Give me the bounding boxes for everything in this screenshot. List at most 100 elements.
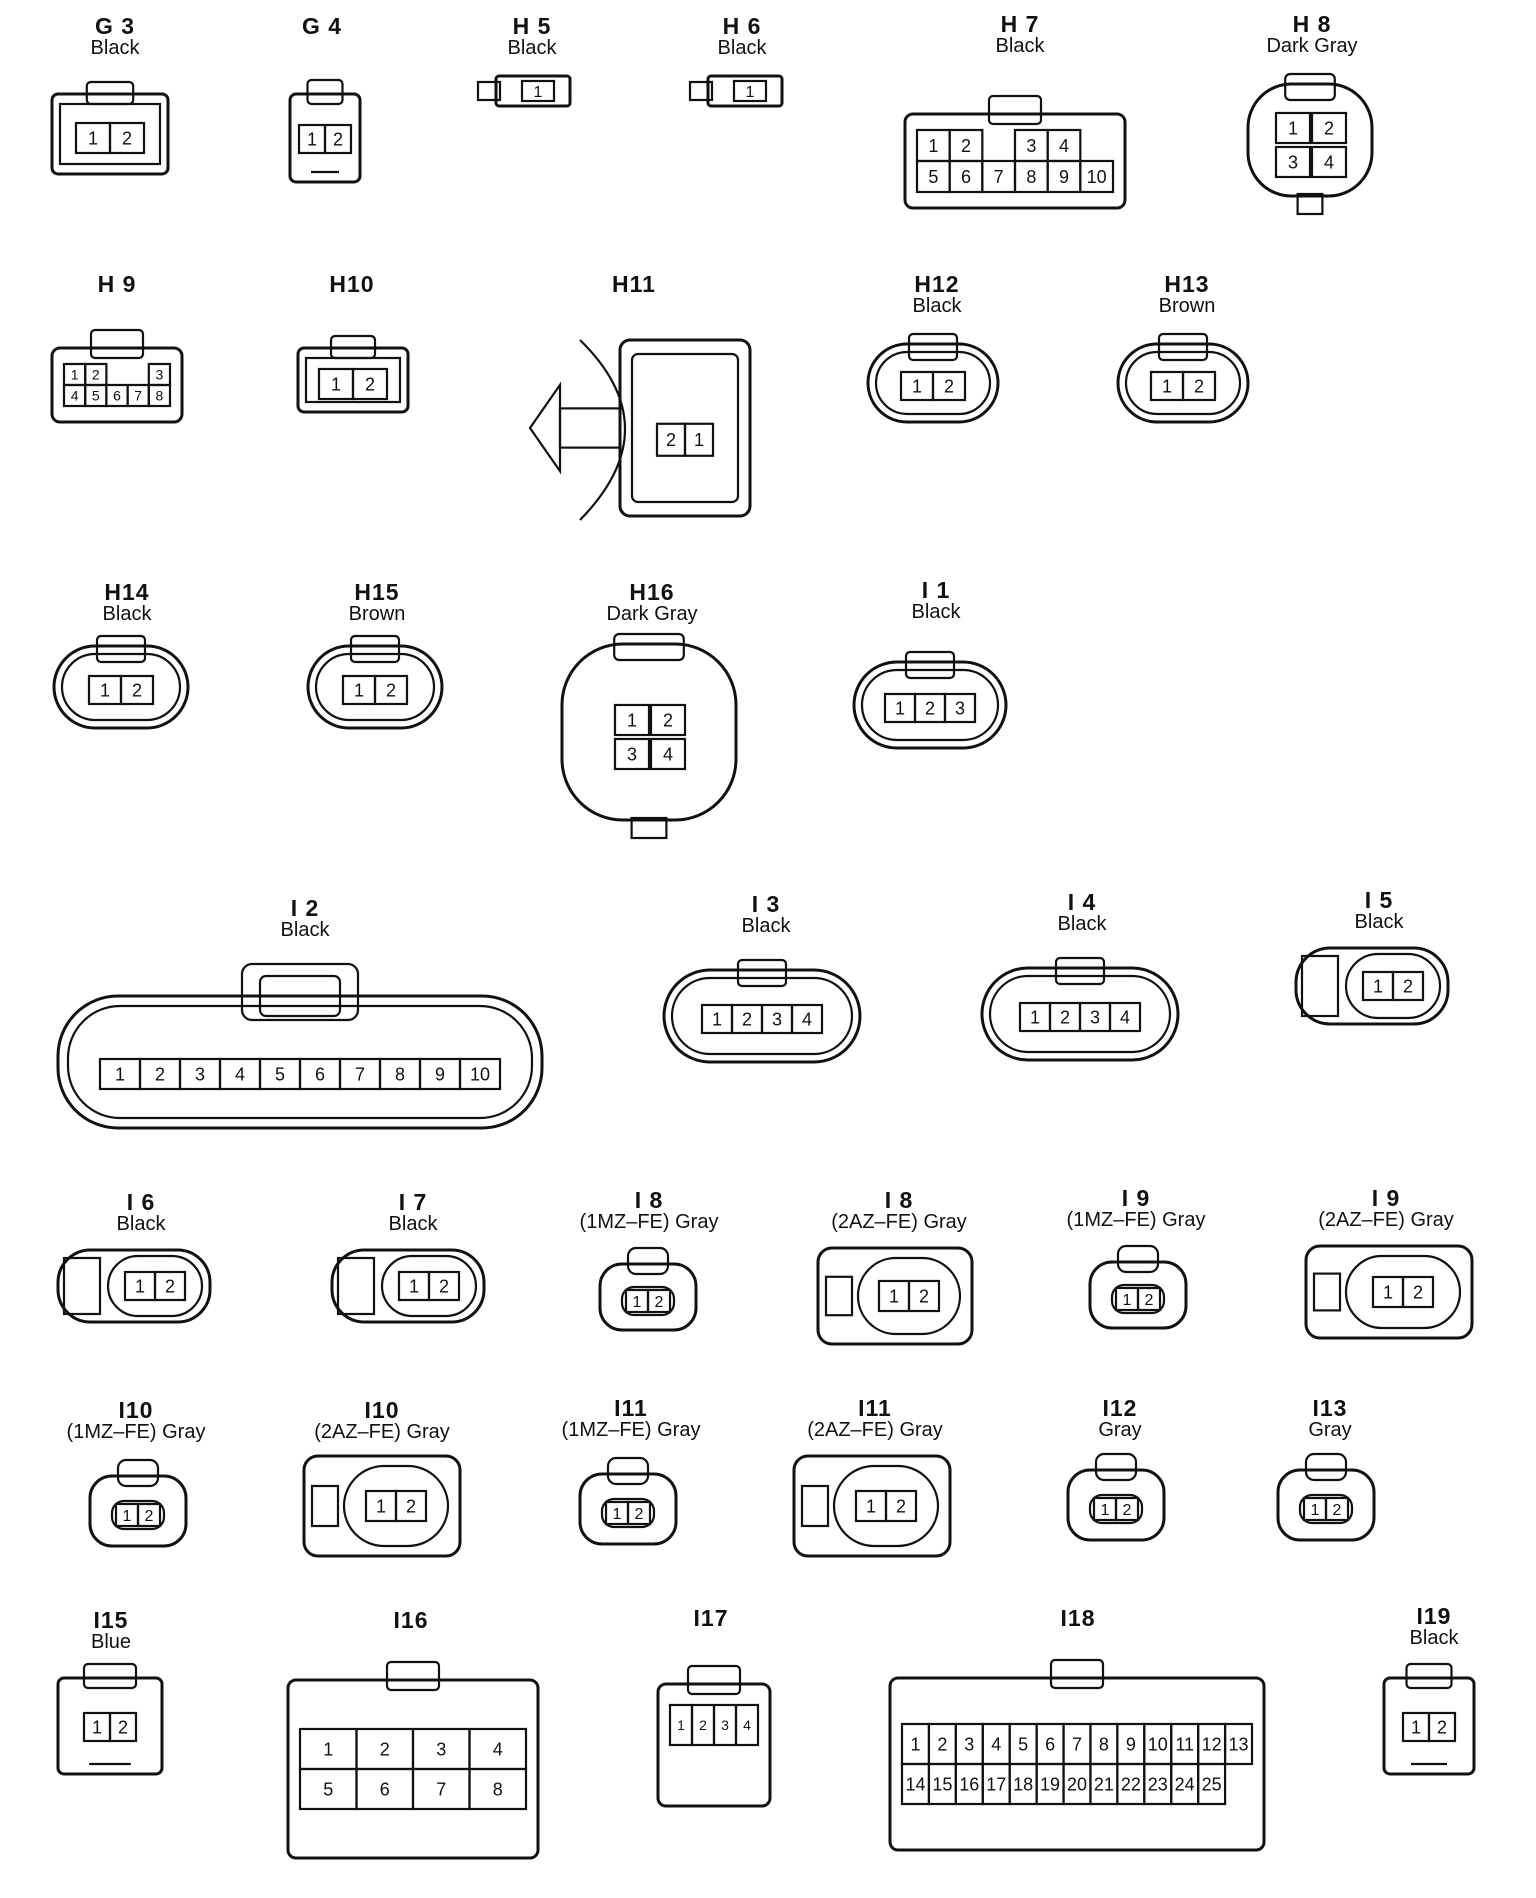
pin-number: 2 — [1194, 376, 1204, 396]
pin-cell — [626, 1500, 652, 1526]
connector-color: (2AZ–FE) Gray — [807, 1419, 943, 1442]
connector-color: Gray — [1308, 1419, 1352, 1442]
connector-id: I18 — [1060, 1605, 1096, 1631]
connector-color: Black — [388, 1213, 438, 1236]
pin-number: 1 — [409, 1276, 419, 1296]
pin-number: 7 — [994, 167, 1004, 187]
pin-number: 2 — [699, 1717, 707, 1733]
pin-number: 1 — [1383, 1282, 1393, 1302]
pin-number: 1 — [307, 129, 317, 149]
pin-cell — [147, 383, 172, 408]
pin-cell — [943, 692, 977, 724]
pin-cell — [1181, 370, 1217, 402]
pin-number: 3 — [772, 1009, 782, 1029]
pin-number: 1 — [895, 698, 905, 718]
pin-number: 2 — [155, 1064, 165, 1084]
pin-cell — [649, 703, 687, 737]
pin-number: 24 — [1175, 1774, 1195, 1794]
pin-number: 2 — [742, 1009, 752, 1029]
connector-color: Black — [1409, 1627, 1459, 1650]
pin-number: 1 — [376, 1496, 386, 1516]
pin-cell — [108, 121, 146, 155]
pin-number: 3 — [964, 1734, 974, 1754]
connector-color: Black — [280, 919, 330, 942]
pin-number: 18 — [1013, 1774, 1033, 1794]
pin-number: 5 — [92, 388, 100, 404]
pin-cell — [1223, 1722, 1254, 1766]
pin-cell — [1136, 1286, 1162, 1312]
pin-cell — [646, 1288, 672, 1314]
pin-number: 2 — [1123, 1502, 1132, 1519]
pin-number: 2 — [944, 376, 954, 396]
connector-id: I 9 — [1121, 1185, 1151, 1211]
pin-number: 9 — [1059, 167, 1069, 187]
pin-cell — [884, 1489, 918, 1523]
connector-color: (1MZ–FE) Gray — [579, 1211, 719, 1234]
pin-number: 9 — [1126, 1734, 1136, 1754]
connector-id: I16 — [393, 1607, 429, 1633]
connector-color: (1MZ–FE) Gray — [1066, 1209, 1206, 1232]
connector-label: I18 — [1061, 1606, 1096, 1630]
pin-number: 10 — [470, 1064, 490, 1084]
pin-number: 1 — [910, 1734, 920, 1754]
connector-color: Blue — [90, 1631, 132, 1654]
pin-number: 4 — [493, 1739, 503, 1759]
connector-id: H 7 — [1000, 11, 1040, 37]
pin-number: 4 — [1059, 136, 1069, 156]
pin-cell — [373, 674, 409, 706]
connector-color: Dark Gray — [1266, 35, 1358, 58]
pin-cell — [613, 737, 651, 771]
connector-color: (1MZ–FE) Gray — [66, 1421, 206, 1444]
connector-color: Black — [507, 37, 557, 60]
connector-label: I16 — [394, 1608, 429, 1632]
pin-number: 3 — [436, 1739, 446, 1759]
pin-number: 2 — [919, 1286, 929, 1306]
connector-color: (2AZ–FE) Gray — [314, 1421, 450, 1444]
pin-number: 3 — [627, 744, 637, 764]
pin-number: 1 — [1373, 976, 1383, 996]
connector-id: H14 — [104, 579, 150, 605]
pin-number: 2 — [1324, 118, 1334, 138]
pin-cell — [931, 370, 967, 402]
pin-cell — [458, 1057, 502, 1091]
pin-number: 8 — [1099, 1734, 1109, 1754]
pin-number: 1 — [1311, 1502, 1320, 1519]
connector-id: I10 — [364, 1397, 400, 1423]
pin-number: 2 — [925, 698, 935, 718]
connector-color: (1MZ–FE) Gray — [561, 1419, 701, 1442]
pin-number: 25 — [1202, 1774, 1222, 1794]
connector-2: 1 — [476, 74, 572, 108]
connector-id: H 6 — [722, 13, 762, 39]
pin-number: 1 — [677, 1717, 685, 1733]
connector-id: I10 — [118, 1397, 154, 1423]
pin-cell — [1114, 1496, 1140, 1522]
pin-number: 2 — [92, 367, 100, 383]
pin-cell — [1310, 111, 1348, 145]
connector-id: H 5 — [512, 13, 552, 39]
pin-number: 10 — [1148, 1734, 1168, 1754]
connector-id: I19 — [1416, 1603, 1452, 1629]
pin-number: 1 — [912, 376, 922, 396]
